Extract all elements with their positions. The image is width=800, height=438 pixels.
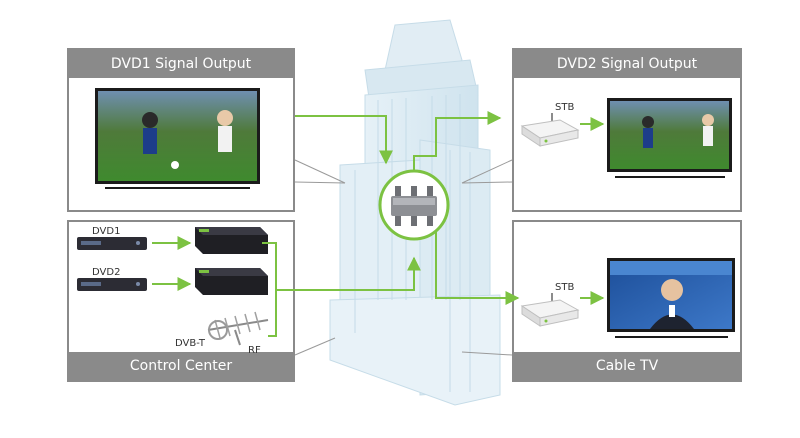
modulator-icon [195,227,268,254]
connector-control-to-splitter [276,256,421,291]
label-stb-bottom: STB [555,282,575,293]
modulator-icon [195,268,268,295]
tv-icon [607,258,735,338]
dvd-player-icon [77,278,147,291]
connector-splitter-to-stb-top [413,111,502,180]
label-dvd1: DVD1 [92,226,121,237]
splitter-icon [378,169,450,241]
tv-icon [95,88,260,189]
connector-modulator-rf-bus [262,242,277,337]
tv-icon [607,98,732,178]
label-rf: RF [248,345,261,356]
label-stb-top: STB [555,102,575,113]
label-dvd2: DVD2 [92,267,121,278]
dvd-player-icon [77,237,147,250]
panel-title-dvd1-signal-output: DVD1 Signal Output [69,50,293,78]
label-dvb-t: DVB-T [175,338,206,349]
connector-splitter-to-stb-bottom [435,226,520,305]
set-top-box-icon [520,113,580,147]
panel-title-dvd2-signal-output: DVD2 Signal Output [514,50,740,78]
panel-title-cable-tv: Cable TV [514,352,740,380]
set-top-box-icon [520,293,580,327]
connector-dvd1-to-splitter [295,115,393,165]
panel-title-control-center: Control Center [69,352,293,380]
antenna-icon [207,311,269,346]
